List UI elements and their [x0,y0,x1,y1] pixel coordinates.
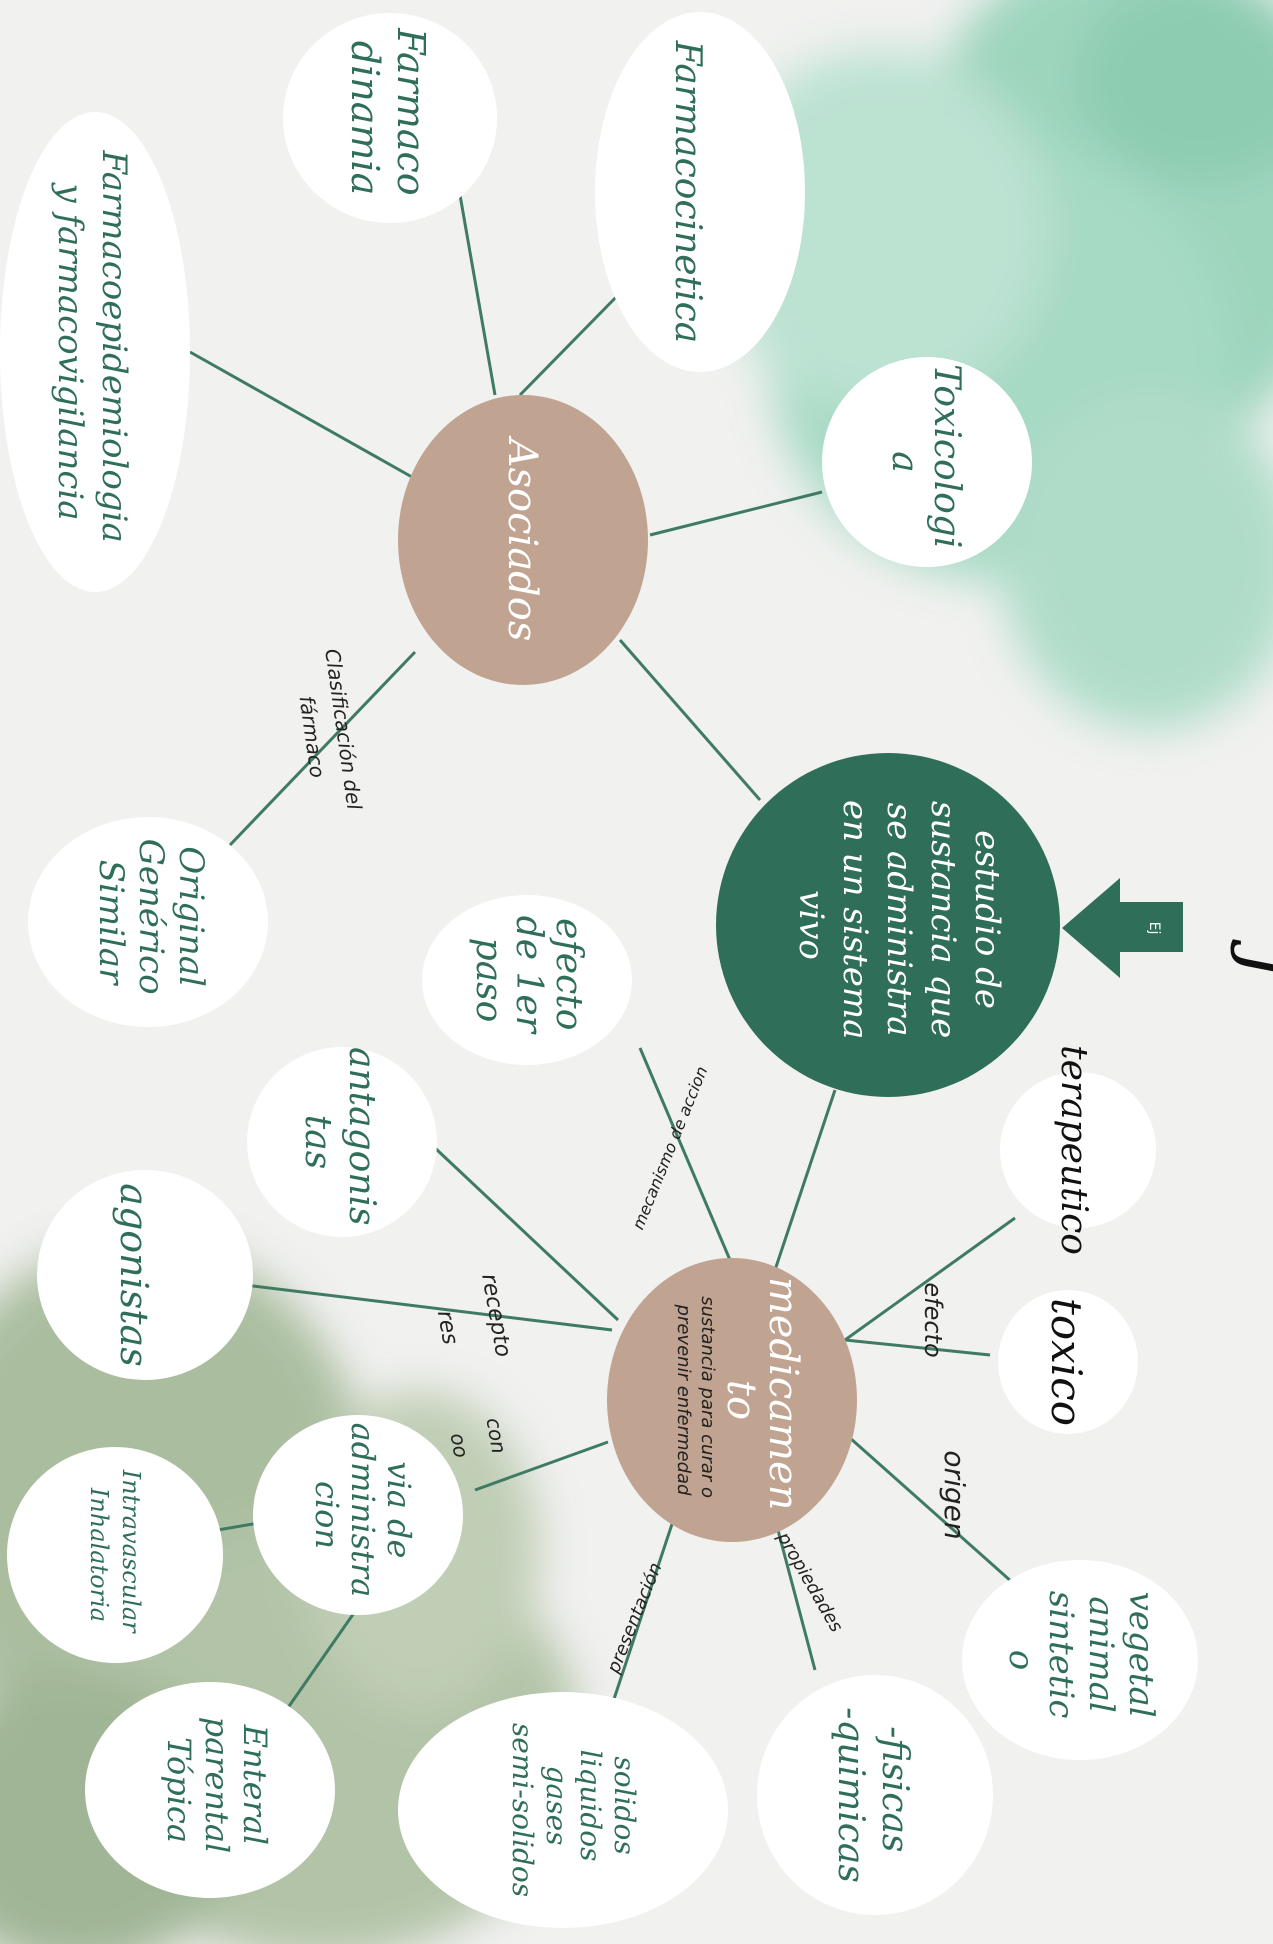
medicamento-subtitle: sustancia para curar o prevenir enfermed… [673,1296,718,1504]
node-efecto-1er-paso: efecto de 1er paso [422,895,632,1065]
svg-text:Farmacocinetica: Farmacocinetica [667,40,708,343]
center-line-5: vivo [791,890,831,960]
node-intravascular: Intravascular Inhalatoria [7,1447,223,1663]
svg-text:Intravascular Inhalatori: Intravascular Inhalatoria [85,1469,145,1641]
node-antagonistas: antagonis tas [247,1047,437,1237]
center-line-3: se administra [879,803,919,1037]
svg-text:solidos liquidos g: solidos liquidos gases semi-solidos [506,1723,641,1897]
medicamento-node: medicamen to sustancia para curar o prev… [607,1258,857,1542]
label-mecanismo: mecanismo de accion [628,1064,711,1233]
svg-text:Farmaco dinamia: Farmaco dinamia [343,27,433,208]
asociados-title: Asociados [499,435,545,642]
medicamento-title: medicamen to [718,1277,806,1523]
node-enteral: Enteral parental Tópica [85,1682,335,1898]
node-origen: vegetal animal sintetic o [962,1560,1198,1760]
node-toxicologia: Toxicologi a [822,357,1032,567]
arrow-icon: Ej [1062,878,1183,978]
label-receptores: recepto res [427,1272,517,1375]
svg-text:toxico: toxico [1042,1298,1091,1426]
connector-lines [189,194,1031,1713]
label-efecto: efecto [919,1282,947,1357]
svg-text:Farmacoepidemiologia y f: Farmacoepidemiologia y farmacovigilancia [50,149,134,553]
teal-watercolor-wash [710,0,1273,730]
center-line-2: sustancia que [923,801,963,1038]
node-farmacocinetica: Farmacocinetica [595,12,805,372]
svg-text:via de administra: via de administra cion [308,1423,418,1608]
svg-text:-fisicas -quimicas: -fisicas -quimicas [830,1707,915,1883]
svg-text:agonistas: agonistas [112,1183,156,1366]
node-presentacion: solidos liquidos gases semi-solidos [398,1692,728,1928]
svg-text:efecto de 1er paso: efecto de 1er paso [468,916,589,1045]
svg-text:vegetal animal sin: vegetal animal sintetic o [1001,1591,1161,1729]
node-via-administracion: via de administra cion [253,1415,463,1615]
node-terapeutico: terapeutico [1000,1045,1156,1255]
svg-text:terapeutico: terapeutico [1053,1045,1094,1255]
corner-glyph: J [1228,939,1273,983]
node-toxico: toxico [998,1290,1138,1434]
arrow-label: Ej [1146,922,1162,935]
asociados-label: Clasificación del fármaco [289,647,368,822]
center-line-4: en un sistema [835,800,875,1040]
label-presentacion: presentación [603,1560,667,1677]
label-origen: origen [938,1450,971,1539]
node-agonistas: agonistas [37,1170,253,1380]
svg-text:Enteral parental T: Enteral parental Tópica [160,1717,274,1864]
node-clasificacion: Original Genérico Similar [28,817,268,1027]
asociados-node: Asociados [398,395,648,685]
center-node: estudio de sustancia que se administra e… [716,753,1060,1097]
node-farmacodinamia: Farmaco dinamia [283,13,497,223]
svg-text:Original Genérico: Original Genérico Similar [91,839,211,1006]
label-propiedades: propiedades [772,1528,847,1636]
node-farmacoepidemiologia: Farmacoepidemiologia y farmacovigilancia [0,112,190,592]
center-text: estudio de sustancia que se administra e… [791,800,1007,1050]
center-line-1: estudio de [967,830,1007,1009]
svg-text:Toxicologi a: Toxicologi a [884,364,967,560]
svg-text:antagonis tas: antagonis tas [297,1047,382,1237]
node-propiedades: -fisicas -quimicas [757,1675,993,1915]
